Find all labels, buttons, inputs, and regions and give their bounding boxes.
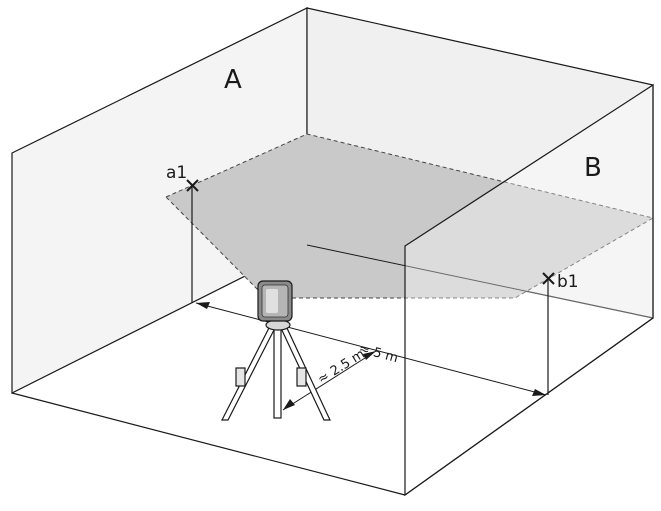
arrow-short-a xyxy=(283,399,295,410)
arrow-short-b xyxy=(363,351,376,360)
laser-level-device xyxy=(257,280,293,322)
laser-plane xyxy=(165,133,655,299)
floor-back-corner xyxy=(306,244,654,319)
point-b1-label: b1 xyxy=(557,272,579,292)
distance-line-long xyxy=(195,302,547,396)
wall-b-panel xyxy=(404,83,654,497)
distance-line-short xyxy=(282,350,377,411)
mark-b1 xyxy=(542,272,555,285)
arrow-right-end xyxy=(532,389,546,396)
floor-edge-left xyxy=(11,392,406,496)
distance-short-label: ≈ 2.5 m xyxy=(315,347,367,388)
tripod xyxy=(221,325,331,421)
mark-a1 xyxy=(186,179,199,192)
arrow-left-end xyxy=(196,302,210,309)
wall-b-label: B xyxy=(584,153,602,183)
point-a1-label: a1 xyxy=(166,163,187,183)
wall-a-label: A xyxy=(224,65,242,95)
